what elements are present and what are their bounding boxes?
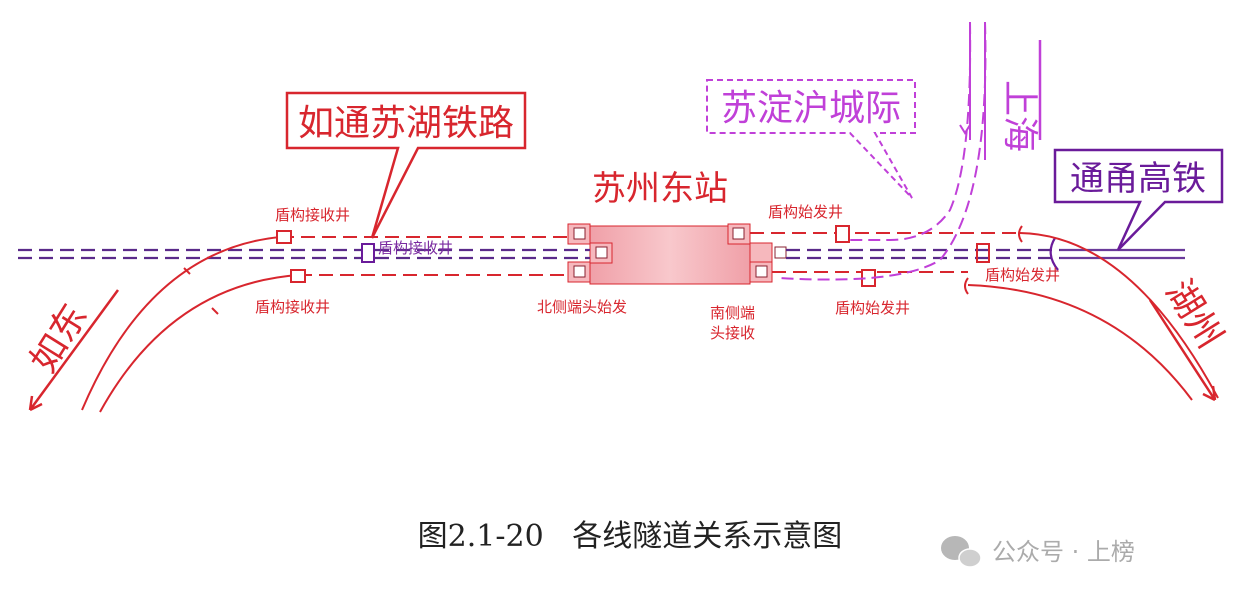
direction-shanghai: 上海: [999, 40, 1042, 152]
station-block: [589, 225, 751, 285]
label-north-start: 北侧端头始发: [537, 298, 627, 316]
start-well-right-box: [976, 243, 990, 263]
receive-well-top-box: [276, 230, 292, 244]
watermark: 公众号 · 上榜: [941, 536, 1135, 568]
figure-caption: 图2.1-20 各线隧道关系示意图: [418, 519, 843, 554]
label-receive-well-bottom: 盾构接收井: [255, 298, 330, 316]
tongyong-tunnel: [18, 237, 1185, 271]
line-label-sudianhu: 苏淀沪城际: [721, 88, 901, 129]
direction-label-rudong: 如东: [23, 297, 96, 380]
receive-well-bottom-box: [290, 269, 306, 283]
shaft-box: [755, 265, 768, 278]
label-start-well-top: 盾构始发井: [768, 203, 843, 221]
shaft-box: [774, 246, 787, 259]
station-name: 苏州东站: [592, 169, 728, 209]
watermark-text: 公众号 · 上榜: [992, 538, 1135, 566]
wechat-icon: [941, 536, 982, 568]
station-end-box: [749, 242, 773, 264]
shaft-box: [573, 265, 586, 278]
receive-well-purple-box: [361, 243, 375, 263]
callout-rutong-suhu: 如通苏湖铁路: [285, 91, 527, 239]
line-label-tongyong: 通甬高铁: [1070, 159, 1206, 199]
start-well-top-box: [835, 225, 850, 243]
label-start-well-bottom: 盾构始发井: [835, 299, 910, 317]
direction-label-shanghai: 上海: [999, 80, 1040, 152]
rutong-suhu-tunnels: [81, 225, 1219, 413]
label-south-receive-2: 头接收: [710, 324, 755, 342]
direction-huzhou: 湖州: [1148, 273, 1230, 402]
callout-tongyong: 通甬高铁: [1053, 148, 1224, 251]
line-label-rutong-suhu: 如通苏湖铁路: [298, 103, 514, 144]
shaft-box: [573, 227, 586, 240]
direction-label-huzhou: 湖州: [1157, 273, 1230, 356]
arrow-rudong-icon: [28, 289, 120, 412]
label-receive-well-top: 盾构接收井: [275, 206, 350, 224]
label-south-receive-1: 南侧端: [710, 304, 755, 322]
label-start-well-right: 盾构始发井: [985, 266, 1060, 284]
callout-sudianhu: 苏淀沪城际: [706, 79, 916, 199]
shaft-box: [732, 227, 745, 240]
sudianhu-tunnel: [779, 21, 987, 281]
label-receive-well-purple: 盾构接收井: [378, 239, 453, 257]
arrow-huzhou-icon: [1148, 299, 1217, 402]
direction-rudong: 如东: [23, 289, 120, 412]
shaft-box: [595, 246, 608, 259]
